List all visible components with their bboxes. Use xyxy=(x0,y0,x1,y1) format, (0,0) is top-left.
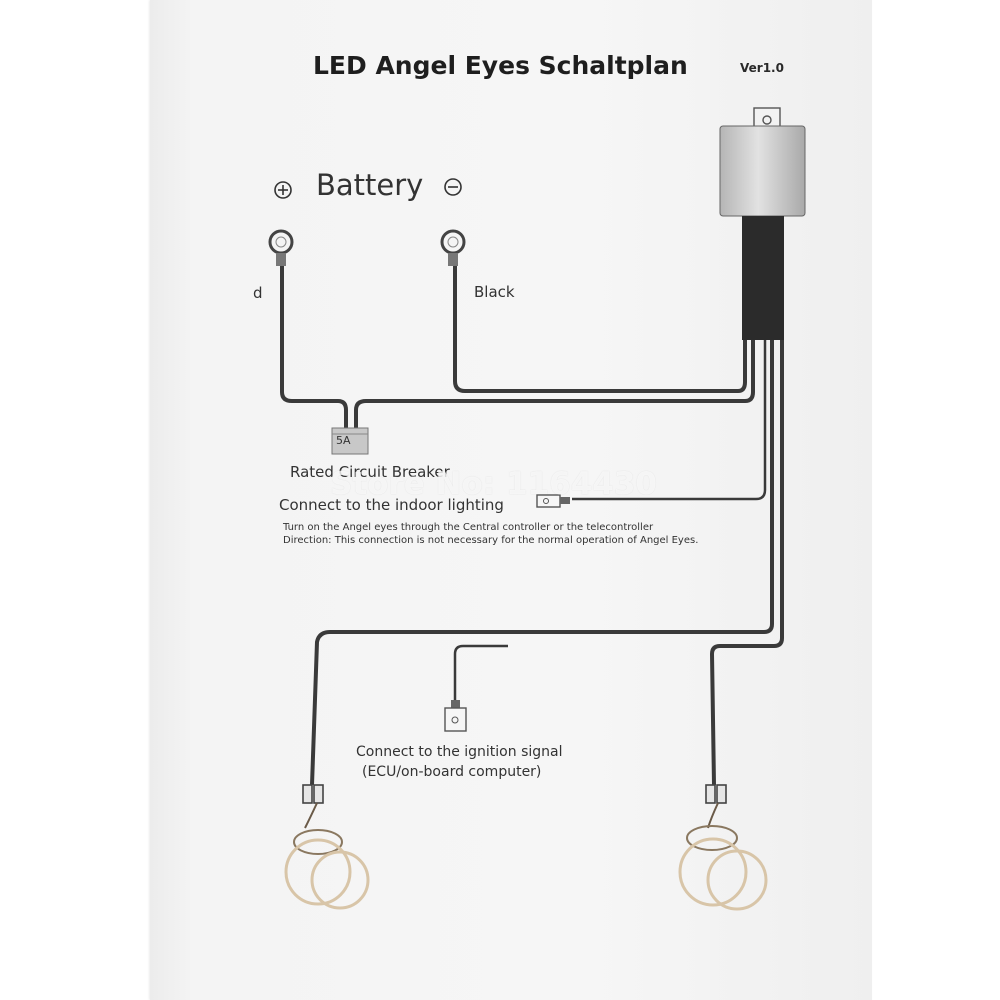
positive-wire xyxy=(280,266,348,430)
positive-wire-label: d xyxy=(253,284,263,302)
negative-wire-label: Black xyxy=(474,283,515,301)
left-lamp-plug xyxy=(302,784,324,804)
battery-negative-symbol xyxy=(444,178,462,196)
battery-positive-symbol xyxy=(274,181,292,199)
right-lamp-wire xyxy=(710,340,784,786)
store-watermark: Store No: 1164430 xyxy=(330,466,657,502)
positive-ring-terminal xyxy=(268,229,294,266)
indoor-note-line-2: Direction: This connection is not necess… xyxy=(283,535,699,546)
fuse-5a xyxy=(331,427,369,455)
version-label: Ver1.0 xyxy=(740,61,784,75)
ignition-label: Connect to the ignition signal xyxy=(356,744,563,760)
left-angel-eye-ring xyxy=(284,802,370,910)
ignition-connector xyxy=(444,700,467,732)
left-lamp-wire xyxy=(310,340,774,786)
fuse-rating-label: 5A xyxy=(336,434,351,447)
fuse-to-relay-wire xyxy=(354,340,755,430)
indoor-note-line-1: Turn on the Angel eyes through the Centr… xyxy=(283,522,654,533)
wire-harness xyxy=(280,266,784,786)
battery-label: Battery xyxy=(316,168,424,202)
indoor-connector xyxy=(536,494,570,508)
right-angel-eye-ring xyxy=(678,802,768,911)
circuit-breaker-label: Rated Circuit Breaker xyxy=(290,463,450,481)
indoor-wire xyxy=(572,340,767,501)
negative-ring-terminal xyxy=(440,229,466,266)
ignition-wire xyxy=(453,644,508,700)
right-lamp-plug xyxy=(705,784,727,804)
diagram-title: LED Angel Eyes Schaltplan xyxy=(313,51,688,80)
relay-unit xyxy=(719,107,806,340)
ignition-sublabel: (ECU/on-board computer) xyxy=(362,764,542,780)
negative-wire xyxy=(453,266,747,393)
indoor-lighting-label: Connect to the indoor lighting xyxy=(279,496,504,514)
